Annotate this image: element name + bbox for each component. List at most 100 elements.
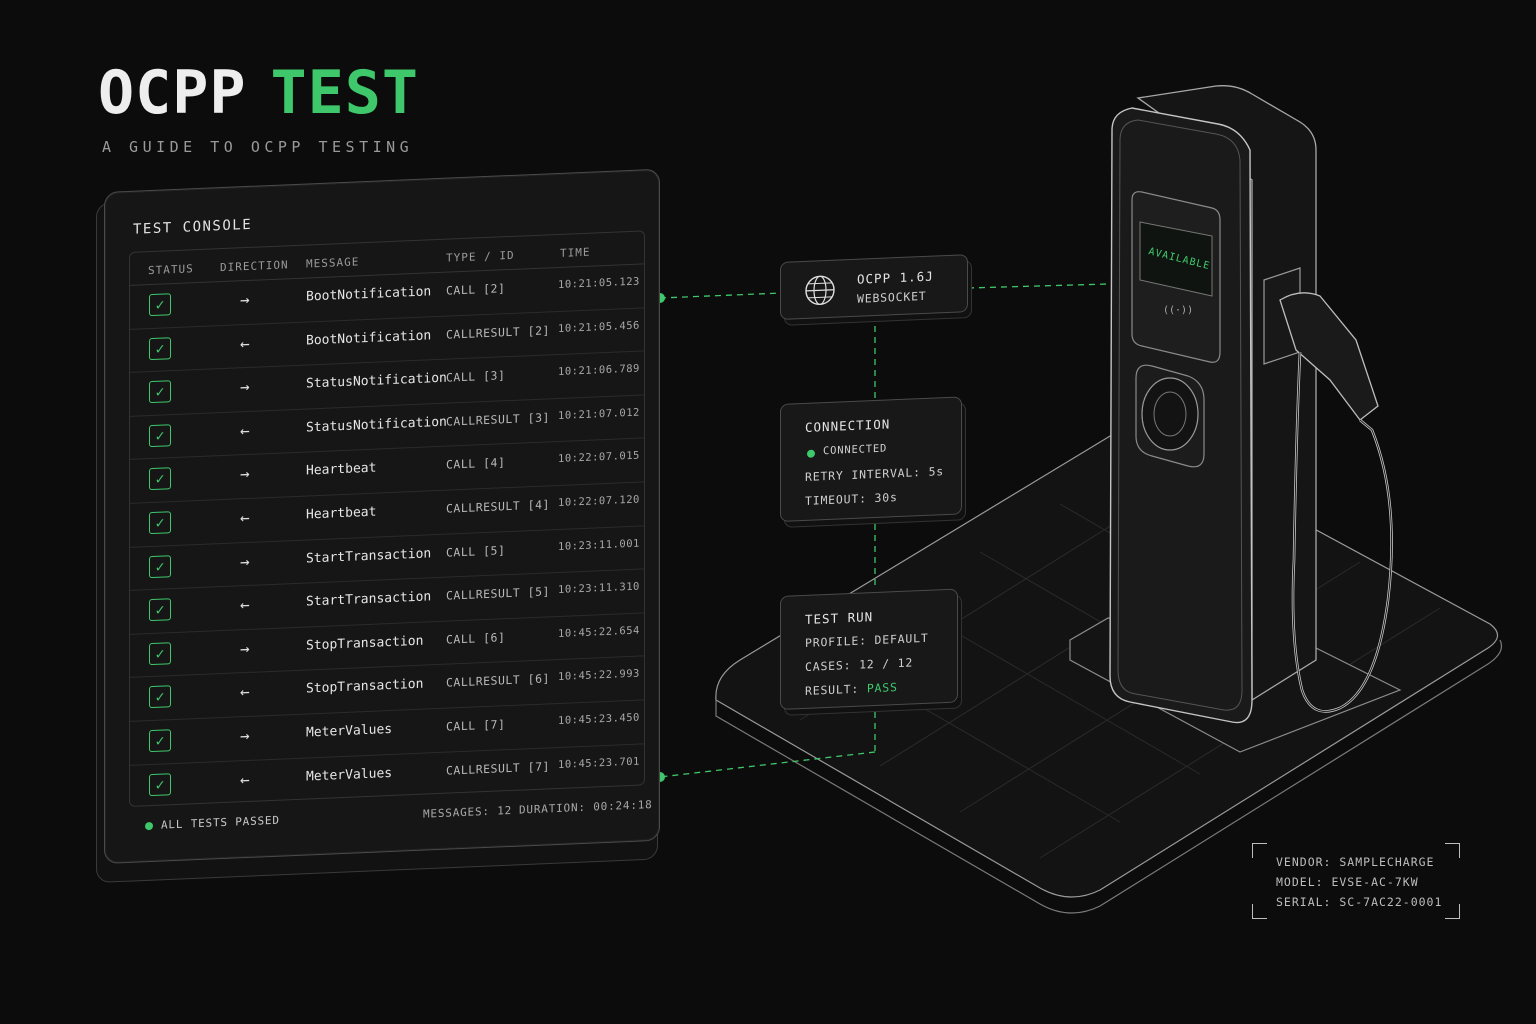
check-icon: ✓ [149, 467, 171, 491]
header: OCPP TEST A GUIDE TO OCPP TESTING [98, 58, 419, 156]
message-type-id: CALLRESULT [7] [446, 758, 550, 778]
message-type-id: CALLRESULT [3] [446, 410, 550, 429]
col-status: STATUS [148, 262, 194, 278]
direction-arrow-icon: ← [240, 595, 250, 615]
test-result: RESULT: PASS [805, 680, 898, 698]
test-profile: PROFILE: DEFAULT [805, 630, 929, 650]
direction-arrow-icon: ← [240, 769, 250, 789]
col-direction: DIRECTION [220, 258, 289, 275]
message-name: BootNotification [306, 284, 432, 305]
test-cases: CASES: 12 / 12 [805, 655, 914, 674]
check-icon: ✓ [149, 598, 171, 622]
message-name: StatusNotification [306, 414, 447, 436]
timeout: TIMEOUT: 30s [805, 490, 898, 508]
message-time: 10:23:11.001 [558, 537, 640, 553]
charger-body: AVAILABLE ((·)) [1109, 85, 1317, 724]
socket-icon [1141, 377, 1199, 451]
title-test: TEST [270, 58, 419, 128]
connection-title: CONNECTION [805, 416, 891, 435]
status-text: ALL TESTS PASSED [161, 813, 280, 832]
message-type-id: CALLRESULT [4] [446, 497, 550, 516]
connector-lines [659, 283, 1109, 778]
message-time: 10:45:23.701 [558, 755, 640, 771]
direction-arrow-icon: → [240, 725, 250, 746]
message-name: Heartbeat [306, 504, 377, 523]
direction-arrow-icon: → [240, 464, 250, 484]
console-title: TEST CONSOLE [133, 216, 253, 238]
globe-icon [805, 275, 835, 306]
test-result-label: RESULT: [805, 681, 860, 698]
page-title: OCPP TEST [98, 58, 419, 128]
message-type-id: CALL [5] [446, 542, 506, 560]
message-type-id: CALL [7] [446, 717, 506, 734]
direction-arrow-icon: ← [240, 682, 250, 702]
message-name: Heartbeat [306, 460, 377, 479]
message-name: MeterValues [306, 721, 393, 741]
title-ocpp: OCPP [98, 58, 247, 128]
direction-arrow-icon: ← [240, 333, 250, 353]
message-name: StatusNotification [306, 370, 447, 392]
message-type-id: CALL [2] [446, 281, 506, 298]
message-time: 10:45:23.450 [558, 711, 640, 727]
check-icon: ✓ [149, 772, 171, 796]
direction-arrow-icon: ← [240, 507, 250, 528]
protocol-version: OCPP 1.6J [857, 268, 934, 287]
messages-count: MESSAGES: 12 [423, 803, 513, 821]
check-icon: ✓ [149, 511, 171, 535]
check-icon: ✓ [149, 423, 171, 447]
nfc-icon: ((·)) [1163, 305, 1193, 316]
spec-vendor: VENDOR: SAMPLECHARGE [1276, 855, 1435, 869]
message-time: 10:45:22.654 [558, 624, 640, 640]
check-icon: ✓ [149, 554, 171, 578]
check-icon: ✓ [149, 336, 171, 360]
spec-model: MODEL: EVSE-AC-7KW [1276, 875, 1419, 889]
charging-cable [1263, 267, 1393, 713]
message-table: STATUS DIRECTION MESSAGE TYPE / ID TIME … [129, 230, 645, 807]
protocol-card: OCPP 1.6J WEBSOCKET [780, 254, 968, 320]
page-subtitle: A GUIDE TO OCPP TESTING [102, 138, 414, 156]
direction-arrow-icon: → [240, 377, 250, 397]
direction-arrow-icon: → [240, 289, 250, 310]
protocol-transport: WEBSOCKET [857, 288, 927, 306]
duration: DURATION: 00:24:18 [519, 798, 653, 817]
message-name: BootNotification [306, 327, 432, 349]
message-name: StopTransaction [306, 633, 424, 654]
direction-arrow-icon: → [240, 638, 250, 659]
message-time: 10:45:22.993 [558, 667, 640, 684]
check-icon: ✓ [149, 293, 171, 317]
connected-dot [807, 449, 815, 458]
test-run-title: TEST RUN [805, 609, 874, 627]
check-icon: ✓ [149, 685, 171, 709]
status-dot [145, 821, 153, 831]
col-time: TIME [560, 245, 591, 260]
test-result-value: PASS [866, 680, 898, 696]
message-type-id: CALLRESULT [6] [446, 671, 550, 691]
charger-screen [1139, 221, 1213, 297]
col-message: MESSAGE [306, 255, 360, 271]
message-name: StartTransaction [306, 545, 432, 567]
message-time: 10:22:07.015 [558, 449, 640, 466]
check-icon: ✓ [149, 641, 171, 665]
message-type-id: CALLRESULT [5] [446, 584, 550, 603]
message-type-id: CALL [3] [446, 368, 506, 385]
message-time: 10:21:07.012 [558, 406, 640, 422]
spec-serial: SERIAL: SC-7AC22-0001 [1276, 895, 1443, 909]
message-time: 10:22:07.120 [558, 493, 640, 509]
message-time: 10:21:05.123 [558, 275, 640, 291]
check-icon: ✓ [149, 729, 171, 753]
test-run-card: TEST RUN PROFILE: DEFAULT CASES: 12 / 12… [780, 588, 958, 710]
check-icon: ✓ [149, 380, 171, 404]
message-name: StartTransaction [306, 589, 432, 610]
table-body: ✓ → BootNotification CALL [2] 10:21:05.123 ✓ ←… [130, 264, 644, 808]
direction-arrow-icon: → [240, 551, 250, 571]
message-time: 10:21:05.456 [558, 319, 640, 335]
message-type-id: CALL [4] [446, 455, 506, 473]
connection-state: CONNECTED [823, 442, 888, 458]
message-type-id: CALLRESULT [2] [446, 322, 550, 342]
message-type-id: CALL [6] [446, 629, 506, 647]
device-spec: VENDOR: SAMPLECHARGE MODEL: EVSE-AC-7KW … [1252, 843, 1460, 919]
message-time: 10:21:06.789 [558, 362, 640, 379]
message-time: 10:23:11.310 [558, 580, 640, 597]
col-type-id: TYPE / ID [446, 248, 515, 265]
connection-card: CONNECTION CONNECTED RETRY INTERVAL: 5s … [780, 396, 962, 522]
